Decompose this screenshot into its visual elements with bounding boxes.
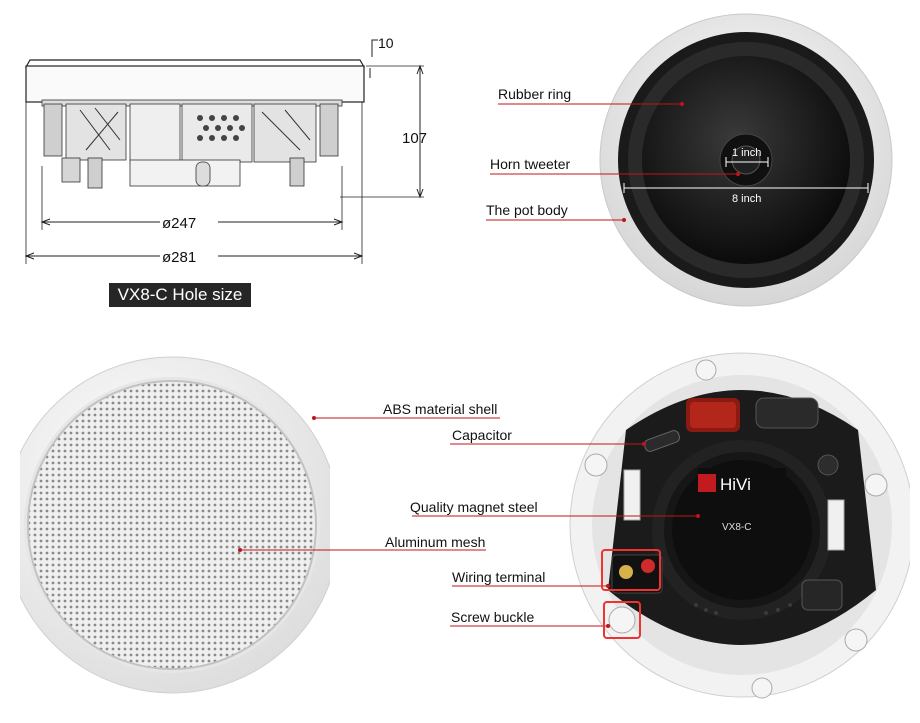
speaker-back-photo: HiVi VX8-C	[569, 352, 910, 699]
hole-size-caption: VX8-C Hole size	[109, 283, 251, 307]
back-model: VX8-C	[722, 522, 751, 533]
callout-pot-body: The pot body	[486, 202, 568, 218]
back-brand: HiVi	[720, 475, 751, 494]
dim-woofer: 8 inch	[732, 193, 761, 205]
speaker-grille-photo	[20, 356, 330, 694]
hole-size-drawing: 10 107 ø247 ø281	[24, 35, 427, 266]
callout-screw-buckle: Screw buckle	[451, 609, 535, 625]
callout-rubber-ring: Rubber ring	[498, 86, 572, 102]
dim-flange: 10	[378, 35, 394, 51]
speaker-front-photo: 1 inch 8 inch	[599, 13, 893, 307]
callout-horn-tweeter: Horn tweeter	[490, 156, 571, 172]
callout-wiring-terminal: Wiring terminal	[452, 569, 546, 585]
dim-inner-diameter: ø247	[162, 215, 196, 232]
dim-tweeter: 1 inch	[732, 147, 761, 159]
callout-magnet-steel: Quality magnet steel	[410, 499, 538, 515]
dim-outer-diameter: ø281	[162, 249, 196, 266]
dim-height: 107	[402, 130, 427, 147]
callout-capacitor: Capacitor	[452, 427, 512, 443]
callout-aluminum-mesh: Aluminum mesh	[385, 534, 486, 550]
callout-abs-shell: ABS material shell	[383, 401, 498, 417]
